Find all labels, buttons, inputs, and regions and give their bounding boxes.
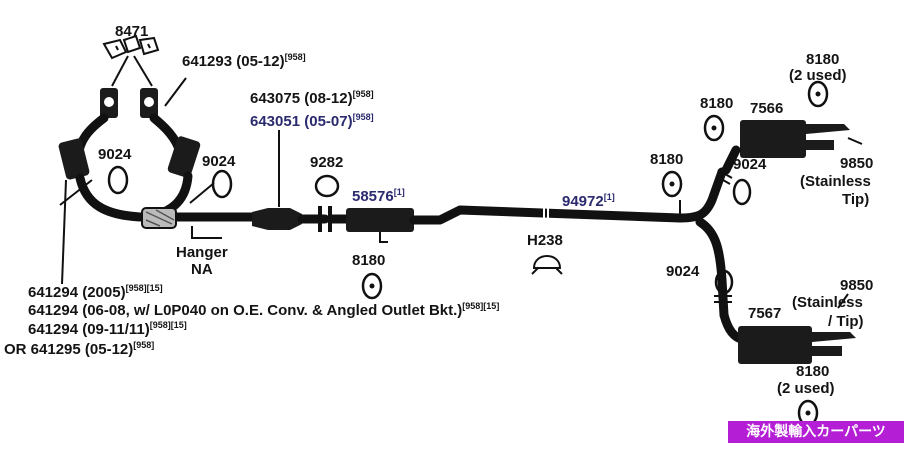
label-hanger: Hanger [176,244,228,261]
resonator-58576 [327,208,414,243]
intermediate-pipe-94972 [409,167,733,320]
label-9850-lower-line2: (Stainless [792,294,863,311]
label-58576: 58576[1] [352,187,405,205]
label-9024-left: 9024 [98,146,132,163]
gasket-9024-mid-ring [211,169,233,199]
note-line-3: 641294 (09-11/11)[958][15] [28,320,187,338]
leader-lines [61,179,849,309]
label-h238: H238 [527,232,563,249]
muffler-7567 [714,269,856,364]
label-8180-mid: 8180 [650,151,683,168]
hanger-h238-shape [531,255,563,275]
label-643075: 643075 (08-12)[958] [250,89,374,107]
catalytic-converter-643075 [252,130,330,230]
label-9282: 9282 [310,154,343,171]
label-643051: 643051 (05-07)[958] [250,112,374,130]
y-pipe [59,171,260,239]
label-9024-mid: 9024 [202,153,236,170]
label-8180-lower: 8180 [352,252,385,269]
label-9850-upper-line3: Tip) [842,191,869,208]
flange-9282 [314,174,340,232]
label-9024-upper-right: 9024 [733,156,767,173]
label-na: NA [191,261,213,278]
label-9850-lower: 9850 [840,277,873,294]
note-line-4: OR 641295 (05-12)[958] [4,340,154,358]
label-7567: 7567 [748,305,781,322]
note-line-2: 641294 (06-08, w/ L0P040 on O.E. Conv. &… [28,301,499,319]
shop-badge[interactable]: 海外製輸入カーパーツ [728,421,904,443]
label-94972: 94972[1] [562,192,615,210]
exhaust-manifold-641293 [58,77,201,180]
label-8180-top-used: (2 used) [789,67,847,84]
gasket-9024-left-ring [107,165,129,195]
muffler-7566 [721,120,863,206]
label-9850-upper-line2: (Stainless [800,173,871,190]
label-8180-bottom-used: (2 used) [777,380,835,397]
label-8180-top: 8180 [806,51,839,68]
label-9850-upper: 9850 [840,155,873,172]
label-9024-lower-right: 9024 [666,263,700,280]
label-8180-bottom: 8180 [796,363,829,380]
label-9850-lower-line3: / Tip) [828,313,864,330]
gasket-8471-shapes [102,34,160,87]
label-7566: 7566 [750,100,783,117]
label-641293: 641293 (05-12)[958] [182,52,306,70]
note-line-1: 641294 (2005)[958][15] [28,283,163,301]
label-8180-upper: 8180 [700,95,733,112]
label-8471: 8471 [115,23,148,40]
